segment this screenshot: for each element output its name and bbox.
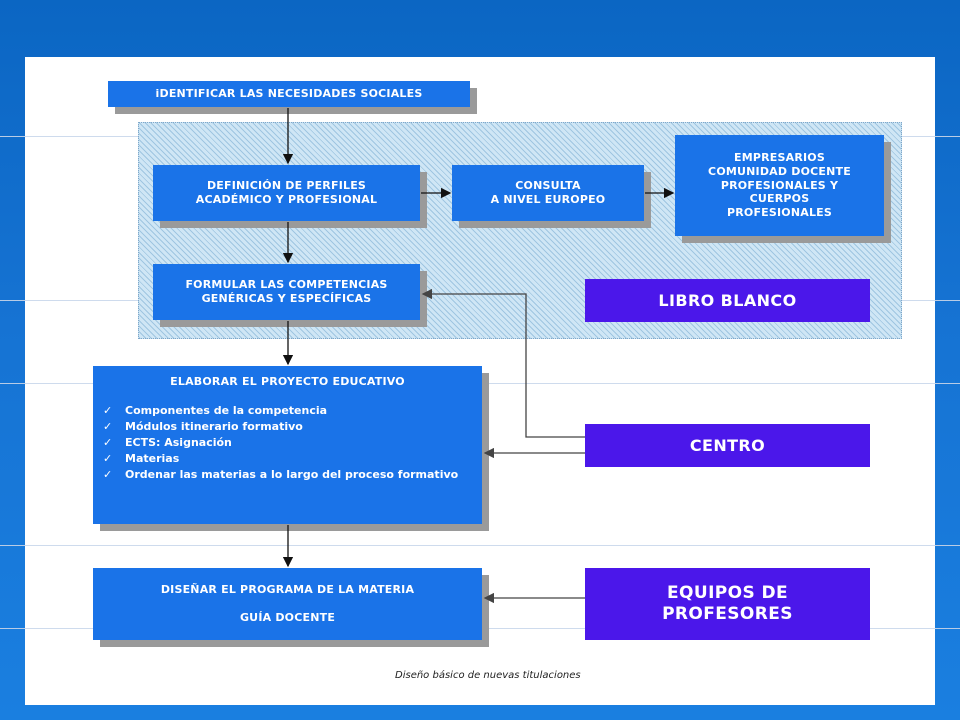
identificar-necesidades-label: iDENTIFICAR LAS NECESIDADES SOCIALES bbox=[155, 87, 423, 101]
perfiles-line-1: DEFINICIÓN DE PERFILES bbox=[206, 179, 367, 193]
consulta-europeo-box: CONSULTA A NIVEL EUROPEO bbox=[452, 165, 644, 221]
disenar-programa-box: DISEÑAR EL PROGRAMA DE LA MATERIA GUÍA D… bbox=[93, 568, 482, 640]
centro-label: CENTRO bbox=[689, 435, 766, 455]
diagram-caption: Diseño básico de nuevas titulaciones bbox=[395, 670, 581, 681]
centro-box: CENTRO bbox=[585, 424, 870, 467]
programa-line-2: GUÍA DOCENTE bbox=[239, 611, 336, 625]
empresarios-line-4: CUERPOS bbox=[749, 192, 810, 206]
check-icon: ✓ bbox=[103, 467, 113, 481]
empresarios-line-5: PROFESIONALES bbox=[726, 206, 833, 220]
empresarios-box: EMPRESARIOS COMUNIDAD DOCENTE PROFESIONA… bbox=[675, 135, 884, 236]
competencias-line-1: FORMULAR LAS COMPETENCIAS bbox=[185, 278, 388, 292]
perfiles-line-2: ACADÉMICO Y PROFESIONAL bbox=[195, 193, 378, 206]
identificar-necesidades-box: iDENTIFICAR LAS NECESIDADES SOCIALES bbox=[108, 81, 470, 107]
empresarios-line-3: PROFESIONALES Y bbox=[720, 178, 839, 192]
check-icon: ✓ bbox=[103, 419, 113, 433]
consulta-line-2: A NIVEL EUROPEO bbox=[490, 193, 606, 206]
proyecto-title: ELABORAR EL PROYECTO EDUCATIVO bbox=[170, 375, 405, 388]
list-item: ✓Componentes de la competencia bbox=[103, 403, 328, 417]
list-item: ✓Ordenar las materias a lo largo del pro… bbox=[103, 467, 459, 481]
empresarios-line-1: EMPRESARIOS bbox=[734, 151, 825, 165]
equipos-line-2: PROFESORES bbox=[662, 604, 793, 624]
libro-blanco-box: LIBRO BLANCO bbox=[585, 279, 870, 322]
consulta-line-1: CONSULTA bbox=[515, 179, 581, 193]
list-item: ✓ECTS: Asignación bbox=[103, 435, 232, 449]
competencias-line-2: GENÉRICAS Y ESPECÍFICAS bbox=[201, 292, 372, 305]
list-item: ✓Módulos itinerario formativo bbox=[103, 419, 303, 433]
equipos-profesores-box: EQUIPOS DE PROFESORES bbox=[585, 568, 870, 640]
guide-line bbox=[0, 545, 960, 546]
definicion-perfiles-box: DEFINICIÓN DE PERFILES ACADÉMICO Y PROFE… bbox=[153, 165, 420, 221]
formular-competencias-box: FORMULAR LAS COMPETENCIAS GENÉRICAS Y ES… bbox=[153, 264, 420, 320]
programa-line-1: DISEÑAR EL PROGRAMA DE LA MATERIA bbox=[160, 582, 415, 596]
empresarios-line-2: COMUNIDAD DOCENTE bbox=[708, 164, 851, 178]
proyecto-checklist: ✓Componentes de la competencia ✓Módulos … bbox=[93, 403, 482, 483]
proyecto-educativo-box: ELABORAR EL PROYECTO EDUCATIVO ✓Componen… bbox=[93, 366, 482, 524]
equipos-line-1: EQUIPOS DE bbox=[667, 582, 788, 603]
check-icon: ✓ bbox=[103, 451, 113, 465]
list-item: ✓Materias bbox=[103, 451, 180, 465]
check-icon: ✓ bbox=[103, 435, 113, 449]
check-icon: ✓ bbox=[103, 403, 113, 417]
libro-blanco-label: LIBRO BLANCO bbox=[658, 290, 797, 310]
